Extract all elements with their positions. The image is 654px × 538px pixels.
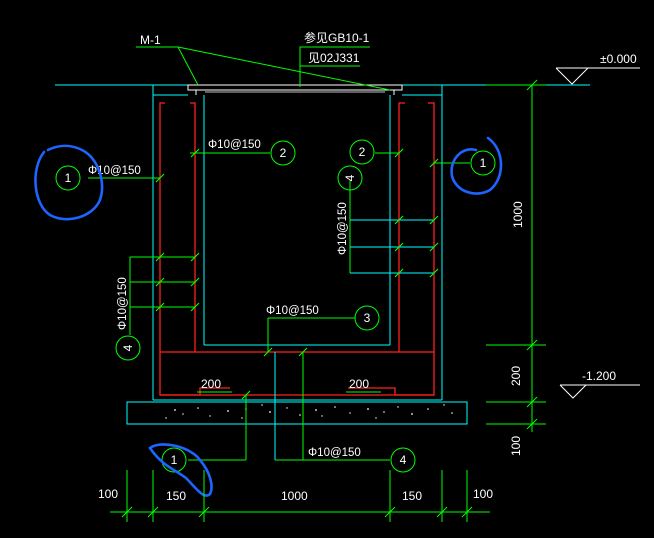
rebar-4-bottom-label: Φ10@150 (308, 447, 361, 459)
elevation-top: ±0.000 (600, 52, 637, 66)
rebar-3-label: Φ10@150 (266, 305, 319, 317)
base-pad (126, 401, 468, 425)
circle-1-bottom: 1 (171, 453, 178, 467)
circle-4-bottom: 4 (400, 453, 407, 467)
cyan-leaders (274, 219, 434, 460)
reference-circles (55, 139, 496, 473)
dim-bottom-right-outer: 100 (473, 487, 493, 501)
circle-4-left: 4 (121, 344, 135, 351)
circle-3: 3 (364, 311, 371, 325)
dim-height-main: 1000 (511, 201, 525, 228)
bottom-dimension-line (110, 470, 490, 522)
dim-height-slab: 200 (509, 366, 523, 386)
circle-2-center: 2 (280, 146, 287, 160)
circle-4-right: 4 (343, 174, 357, 181)
ref-label-line2: 见02J331 (308, 51, 360, 65)
rebar-2-label: Φ10@150 (208, 139, 261, 151)
circle-2-right: 2 (359, 145, 366, 159)
dim-bottom-left-wall: 150 (166, 489, 186, 503)
right-dimension-line (486, 79, 546, 432)
circle-1-right: 1 (480, 156, 487, 170)
rebars (159, 102, 435, 396)
dim-inner-left: 200 (201, 377, 221, 391)
dim-bottom-right-wall: 150 (402, 489, 422, 503)
blue-markups (34, 136, 503, 497)
elevation-markers (555, 67, 640, 399)
dim-height-base: 100 (509, 436, 523, 456)
ref-label-line1: 参见GB10-1 (304, 30, 370, 45)
elevation-bottom: -1.200 (582, 369, 616, 383)
tick-marks (155, 148, 439, 400)
dim-bottom-left-outer: 100 (98, 487, 118, 501)
rebar-left-vertical-label: Φ10@150 (117, 277, 129, 330)
dim-bottom-clear: 1000 (281, 489, 308, 503)
leader-lines (88, 46, 470, 461)
dim-inner-right: 200 (349, 377, 369, 391)
rebar-right-vertical-label: Φ10@150 (337, 202, 349, 255)
circle-1-left: 1 (65, 171, 72, 185)
m1-label: M-1 (140, 33, 161, 47)
cover-plate (187, 84, 403, 95)
rebar-1-left-label: Φ10@150 (88, 165, 141, 177)
